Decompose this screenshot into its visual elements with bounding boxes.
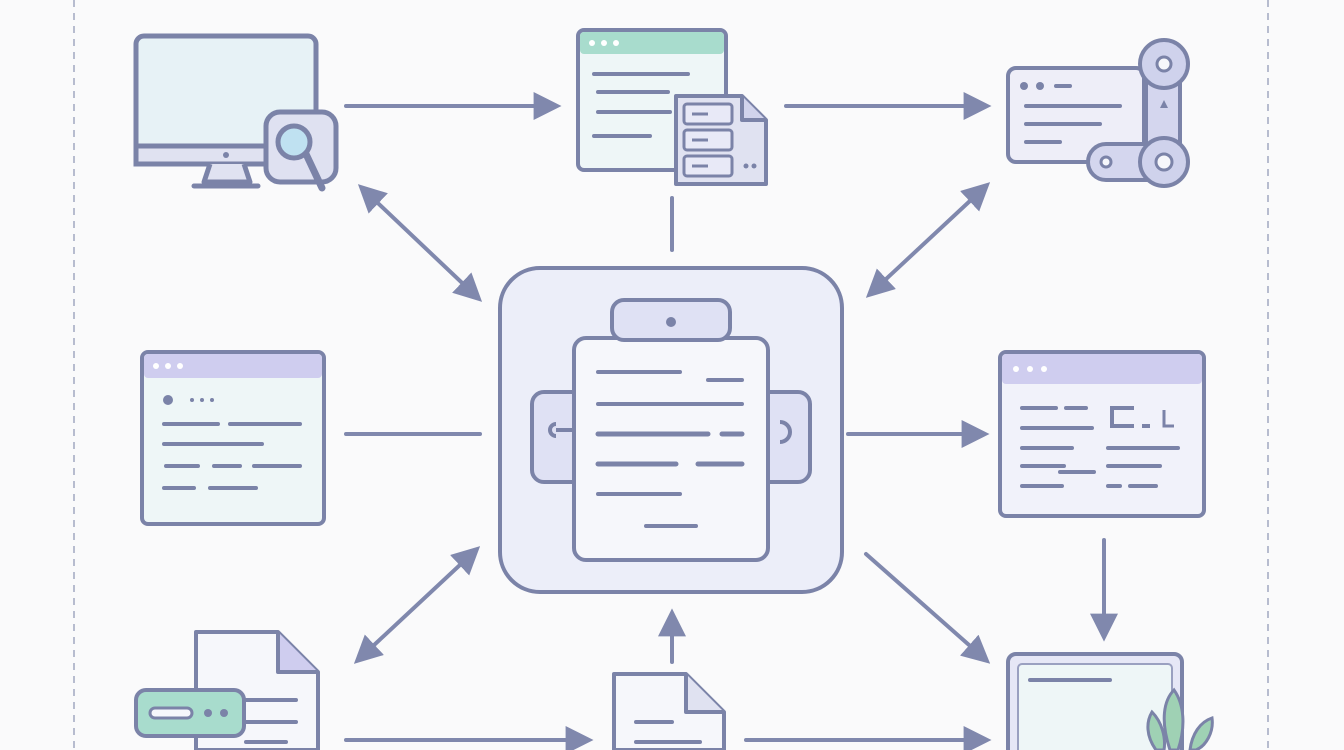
- laptop-with-plant-icon: [1006, 652, 1214, 750]
- browser-window-with-code-icon: [998, 350, 1206, 518]
- arrow-document-card-hub: [353, 546, 481, 664]
- dashed-frame: [73, 0, 1269, 750]
- arrow-hub-to-laptop: [864, 552, 991, 664]
- arrow-monitor-hub: [357, 184, 483, 302]
- document-with-card-icon: [134, 630, 320, 750]
- file-icon: [612, 672, 726, 750]
- browser-window-with-server-icon: [576, 28, 768, 186]
- window-with-robotic-arm-icon: [1006, 38, 1190, 188]
- clipboard-document-icon: [498, 266, 844, 594]
- monitor-with-magnifier-icon: [133, 33, 339, 192]
- connectors: [344, 92, 1118, 750]
- browser-window-icon: [140, 350, 326, 526]
- arrow-robot-window-hub: [865, 182, 991, 298]
